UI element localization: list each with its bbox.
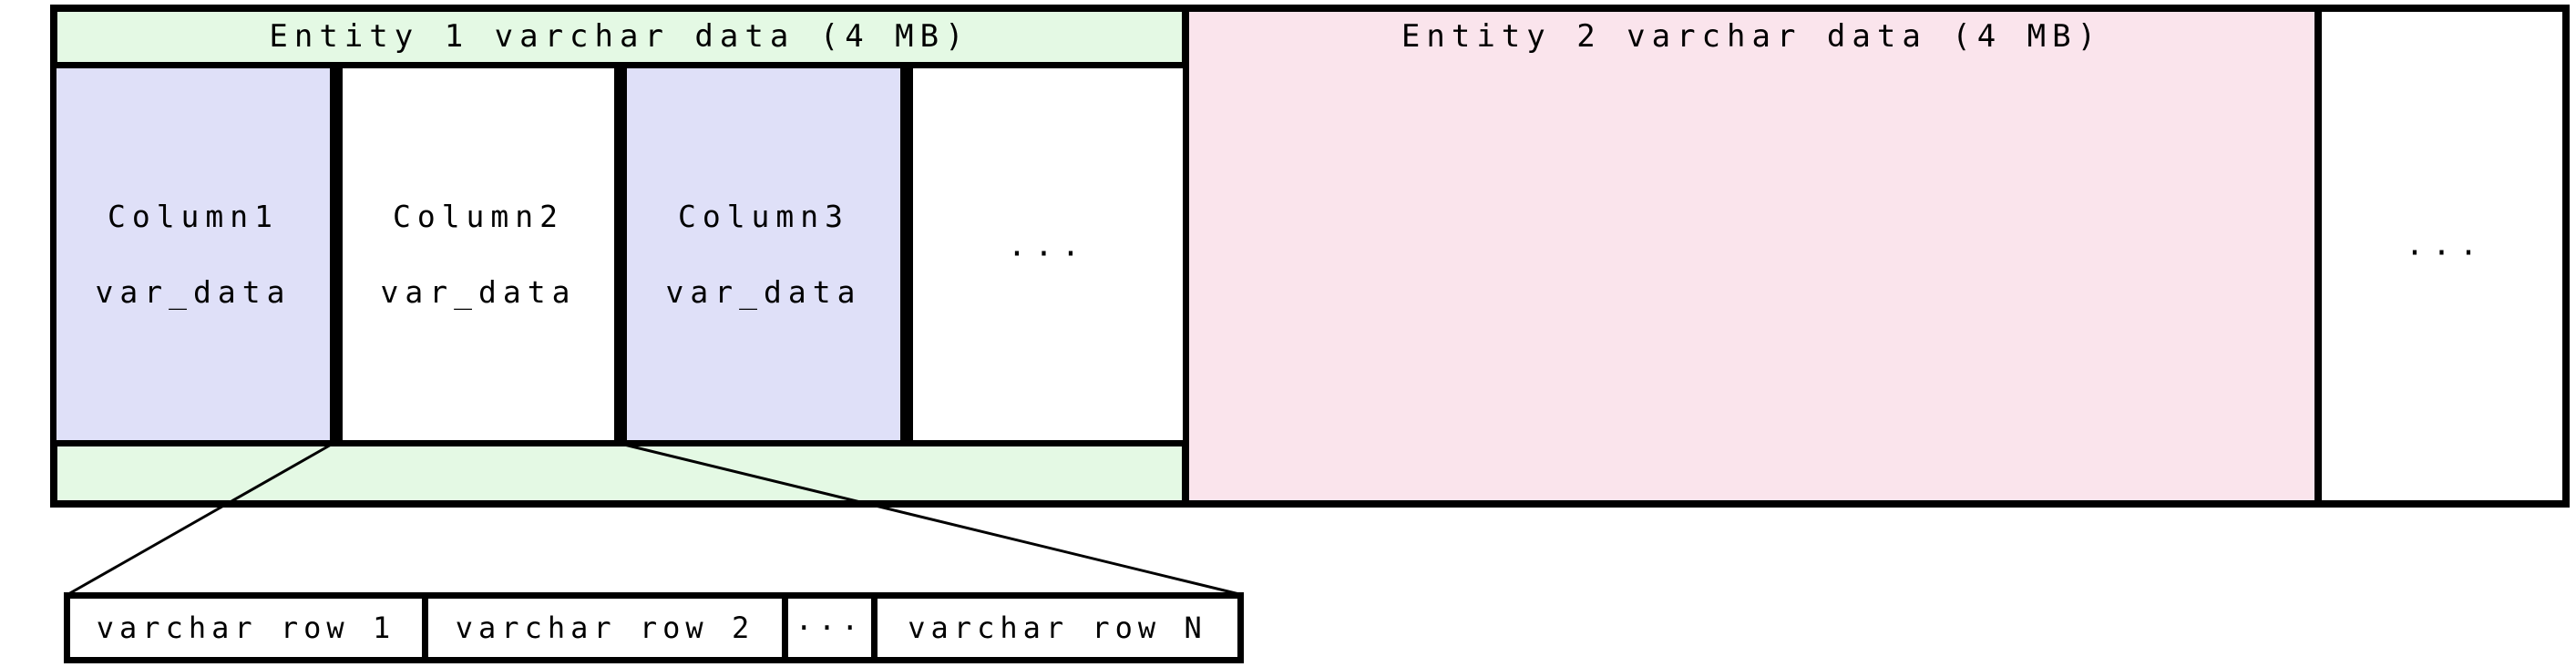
column1-box: Column1 var_data xyxy=(50,62,336,446)
column3-name: Column3 xyxy=(677,198,850,234)
column3-field: var_data xyxy=(665,273,862,310)
more-entities-region xyxy=(2314,5,2570,508)
more-entities-ellipsis: ··· xyxy=(2405,235,2487,272)
column2-box: Column2 var_data xyxy=(336,62,621,446)
column2-field: var_data xyxy=(380,273,577,310)
entity1-title: Entity 1 varchar data (4 MB) xyxy=(269,18,970,55)
more-columns-ellipsis: ··· xyxy=(1007,236,1089,272)
entity2-title: Entity 2 varchar data (4 MB) xyxy=(1401,18,2103,55)
column2-name: Column2 xyxy=(392,198,565,234)
more-columns-box: ··· xyxy=(907,62,1189,446)
varchar-rows-detail-box: varchar row 1 varchar row 2 ··· varchar … xyxy=(64,592,1244,663)
varchar-row-cell: varchar row N xyxy=(871,599,1237,657)
varchar-row-cell: varchar row 2 xyxy=(422,599,782,657)
column3-box: Column3 var_data xyxy=(621,62,907,446)
column1-name: Column1 xyxy=(107,198,280,234)
varchar-rows-ellipsis-cell: ··· xyxy=(782,599,871,657)
entity2-region xyxy=(1182,5,2322,508)
varchar-row-cell: varchar row 1 xyxy=(96,611,396,645)
column1-field: var_data xyxy=(95,273,292,310)
